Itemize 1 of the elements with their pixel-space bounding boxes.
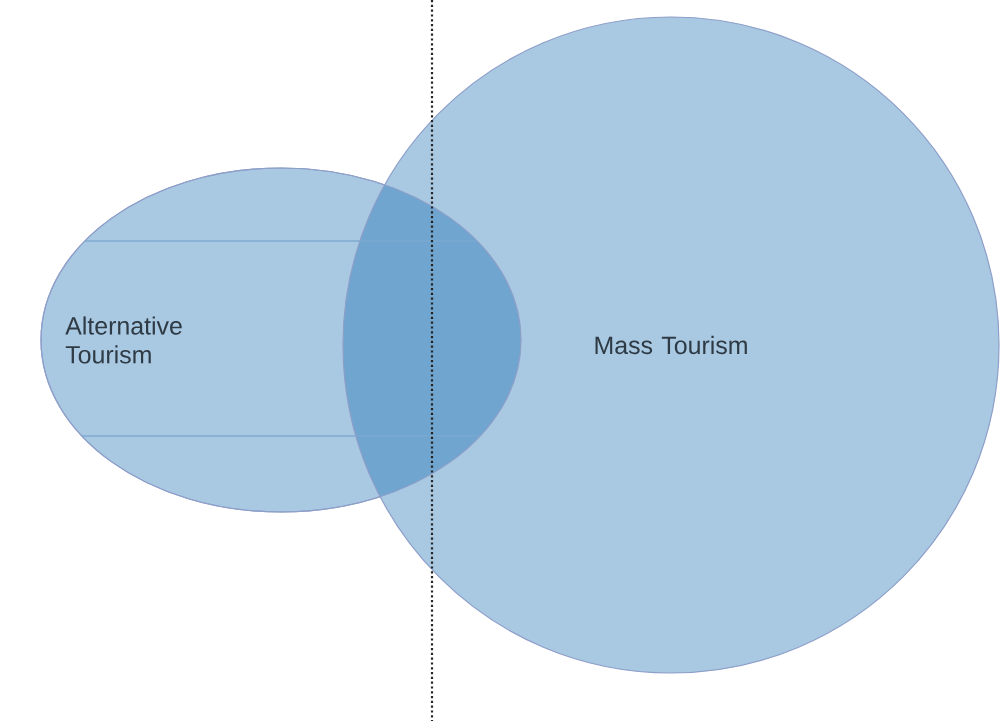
node-label: Alternative Tourism <box>65 316 182 364</box>
